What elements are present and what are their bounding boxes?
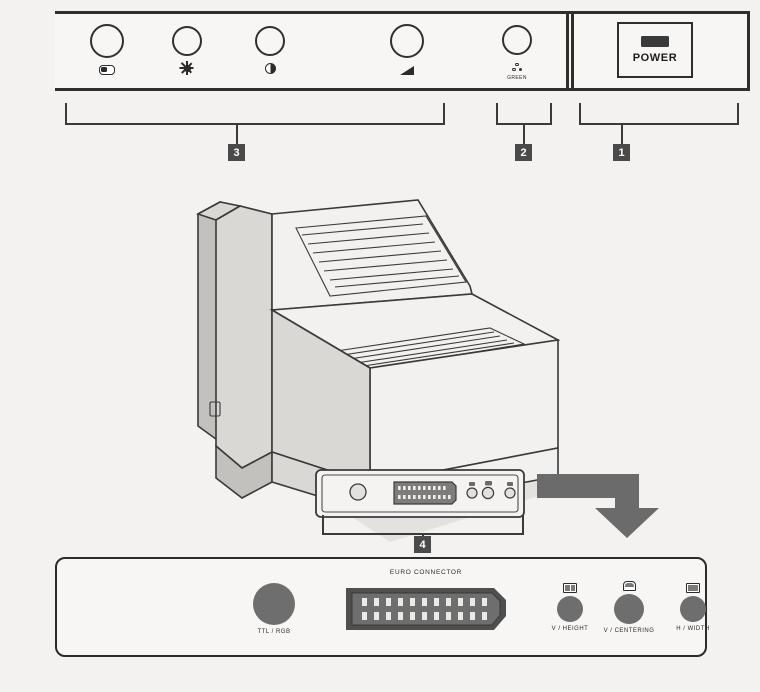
power-rocker-icon[interactable]	[641, 36, 669, 47]
front-knob-green[interactable]: GREEN	[487, 25, 547, 81]
power-button[interactable]: POWER	[617, 22, 693, 78]
scart-icon[interactable]	[342, 580, 510, 634]
rear-control-ttl-rgb[interactable]: TTL / RGB	[229, 583, 319, 635]
front-panel-top-rule	[55, 11, 750, 14]
tint-icon	[77, 63, 137, 77]
contrast-icon	[240, 61, 300, 75]
callout-stem-2	[523, 125, 526, 147]
green-caption: GREEN	[507, 75, 527, 81]
front-panel: GREEN POWER	[55, 11, 750, 91]
h-width-icon	[657, 581, 729, 593]
rear-control-v-height[interactable]: V / HEIGHT	[534, 581, 606, 632]
euro-connector-group[interactable]: EURO CONNECTOR	[341, 569, 511, 639]
power-label: POWER	[632, 52, 678, 64]
front-knob-contrast[interactable]	[240, 26, 300, 76]
ttl-rgb-knob[interactable]	[253, 583, 295, 625]
contrast-knob-dial[interactable]	[255, 26, 285, 56]
front-panel-divider-1	[566, 14, 569, 88]
callout-number-2: 2	[515, 144, 532, 161]
v-centering-icon	[588, 579, 670, 591]
tint-knob-dial[interactable]	[90, 24, 124, 58]
crt-monitor-illustration: .ol { stroke:#3a3a3a; stroke-width:1.6; …	[180, 190, 561, 550]
rear-control-v-centering[interactable]: V / CENTERING	[588, 579, 670, 634]
ttl-rgb-caption: TTL / RGB	[257, 629, 291, 635]
callout-stem-3	[236, 125, 239, 147]
v-centering-knob[interactable]	[614, 594, 644, 624]
led-indicator-icon	[487, 60, 547, 74]
front-knob-tint[interactable]	[77, 24, 137, 78]
monitor-rear-panel-mini	[315, 469, 525, 518]
callout-stem-1	[621, 125, 624, 147]
flow-arrow-down	[535, 470, 665, 545]
brightness-icon	[157, 61, 217, 75]
h-width-knob[interactable]	[680, 596, 706, 622]
callout-number-4: 4	[414, 536, 431, 553]
callout-bracket-3	[65, 103, 445, 125]
front-panel-bottom-rule	[55, 88, 750, 91]
monitor-svg: .ol { stroke:#3a3a3a; stroke-width:1.6; …	[196, 199, 561, 542]
rear-control-h-width[interactable]: H / WIDTH	[657, 581, 729, 632]
front-knob-brightness[interactable]	[157, 26, 217, 76]
front-knob-volume[interactable]	[377, 24, 437, 78]
brightness-knob-dial[interactable]	[172, 26, 202, 56]
front-panel-divider-2	[571, 14, 574, 88]
volume-knob-dial[interactable]	[390, 24, 424, 58]
callout-number-3: 3	[228, 144, 245, 161]
rear-connector-panel: TTL / RGB EURO CONNECTOR	[55, 557, 709, 657]
callout-number-1: 1	[613, 144, 630, 161]
callout-bracket-1	[579, 103, 739, 125]
v-height-knob[interactable]	[557, 596, 583, 622]
v-height-caption: V / HEIGHT	[551, 626, 589, 632]
euro-connector-label: EURO CONNECTOR	[389, 569, 463, 576]
h-width-caption: H / WIDTH	[676, 626, 710, 632]
v-height-icon	[534, 581, 606, 593]
v-centering-caption: V / CENTERING	[603, 628, 655, 634]
callout-bracket-2	[496, 103, 552, 125]
callout-bracket-4	[322, 515, 524, 535]
volume-icon	[377, 63, 437, 77]
front-panel-divider-3	[747, 14, 750, 88]
green-knob-dial[interactable]	[502, 25, 532, 55]
